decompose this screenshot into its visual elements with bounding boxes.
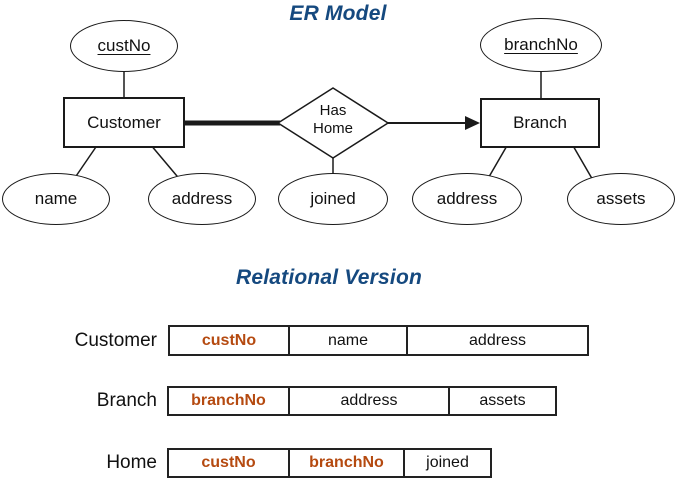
relation-table-branch: branchNo address assets	[167, 386, 557, 416]
relational-version-title: Relational Version	[235, 266, 423, 289]
relationship-has-home: Has Home	[293, 102, 373, 138]
attribute-name: name	[2, 173, 110, 225]
attribute-branchno-label: branchNo	[504, 35, 578, 54]
attribute-joined: joined	[278, 173, 388, 225]
attribute-joined-label: joined	[310, 189, 356, 208]
column-branch-branchno: branchNo	[191, 392, 266, 409]
column-home-branchno: branchNo	[288, 450, 403, 476]
column-customer-name: name	[288, 327, 406, 354]
attribute-assets: assets	[567, 173, 675, 225]
relation-name-branch: Branch	[96, 390, 157, 411]
entity-branch: Branch	[480, 98, 600, 148]
connector-branch-assets	[571, 143, 595, 183]
attribute-name-label: name	[34, 189, 78, 208]
relation-table-home: custNo branchNo joined	[167, 448, 492, 478]
entity-customer: Customer	[63, 97, 185, 148]
relationship-label-line2: Home	[312, 120, 353, 137]
column-home-joined: joined	[403, 450, 490, 476]
attribute-assets-label: assets	[596, 189, 646, 208]
column-customer-address: address	[406, 327, 587, 354]
column-branch-address: address	[288, 388, 448, 414]
attribute-branch-address: address	[412, 173, 522, 225]
entity-customer-label: Customer	[87, 112, 161, 132]
arrowhead-icon	[465, 116, 480, 130]
relation-table-customer: custNo name address	[168, 325, 589, 356]
attribute-branchno: branchNo	[480, 18, 602, 72]
attribute-custno: custNo	[70, 20, 178, 72]
relationship-diamond-shape	[276, 87, 390, 159]
attribute-customer-address: address	[148, 173, 256, 225]
attribute-branch-address-label: address	[436, 189, 498, 208]
attribute-custno-label: custNo	[97, 36, 151, 55]
entity-branch-label: Branch	[513, 113, 567, 132]
relationship-label-line1: Has	[319, 102, 347, 119]
relation-name-customer: Customer	[74, 330, 157, 351]
er-model-title: ER Model	[289, 2, 387, 25]
column-customer-custno: custNo	[201, 331, 257, 349]
column-branch-assets: assets	[448, 388, 555, 414]
attribute-customer-address-label: address	[171, 189, 233, 208]
relation-name-home: Home	[106, 452, 157, 473]
column-home-custno: custNo	[201, 454, 256, 471]
